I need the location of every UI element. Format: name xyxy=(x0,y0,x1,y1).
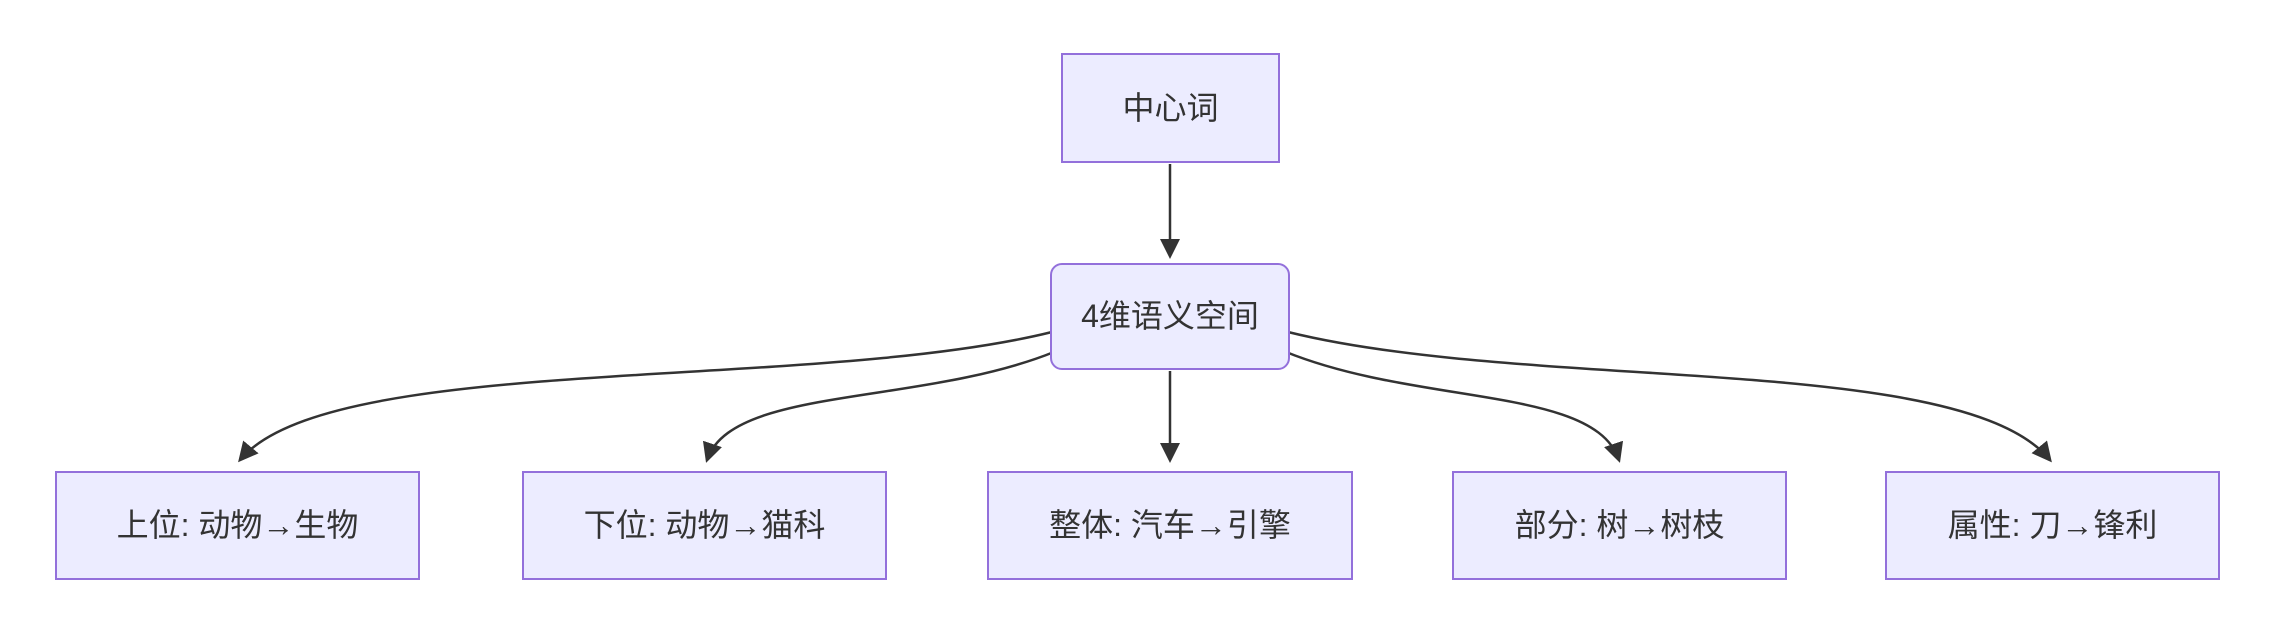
node-center-word: 中心词 xyxy=(1061,53,1280,163)
node-holonym: 整体: 汽车→引擎 xyxy=(987,471,1353,580)
node-meronym: 部分: 树→树枝 xyxy=(1452,471,1787,580)
edge-hub-to-hypo xyxy=(703,350,1055,463)
node-hyponym: 下位: 动物→猫科 xyxy=(522,471,887,580)
node-attribute: 属性: 刀→锋利 xyxy=(1885,471,2220,580)
node-hypernym: 上位: 动物→生物 xyxy=(55,471,420,580)
edge-hub-to-hyper xyxy=(238,330,1053,463)
node-semantic-space: 4维语义空间 xyxy=(1050,263,1290,370)
edge-hub-to-attr xyxy=(1287,330,2052,463)
edge-hub-to-mero xyxy=(1285,350,1623,463)
